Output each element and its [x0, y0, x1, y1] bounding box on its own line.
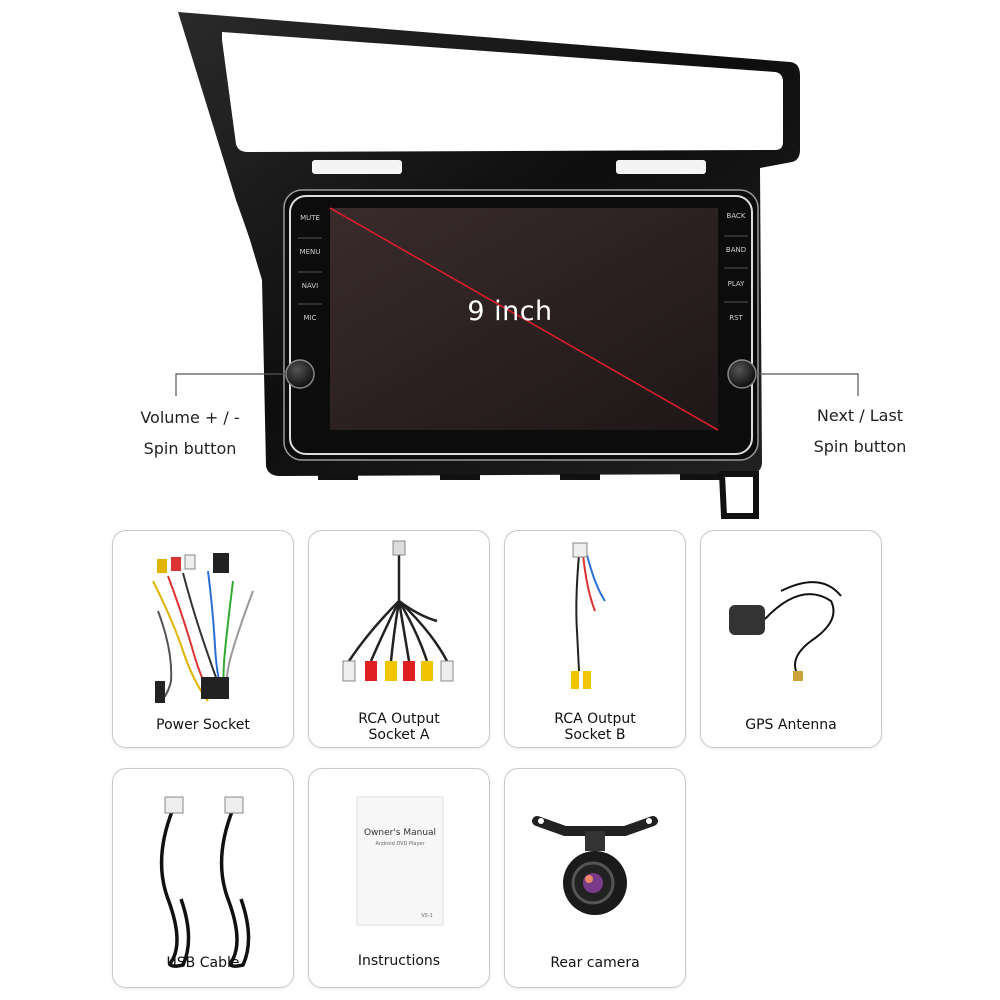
manual-icon: Owner's Manual Android DVD Player VS-1 — [356, 796, 444, 926]
band-button-label: BAND — [725, 246, 747, 254]
volume-callout-line1: Volume + / - — [140, 408, 240, 427]
wiring-harness-icon — [152, 553, 254, 703]
accessory-label-rca-a-line1: RCA Output — [358, 711, 440, 727]
accessory-card-usb-cable: USB Cable — [112, 768, 294, 988]
head-unit-illustration — [175, 12, 859, 519]
gps-antenna-icon — [729, 581, 842, 681]
accessory-label-usb-cable: USB Cable — [166, 955, 240, 971]
volume-knob — [285, 359, 315, 389]
accessory-label-rca-b: RCA Output Socket B — [505, 711, 685, 743]
accessory-label-instructions: Instructions — [357, 953, 441, 969]
accessory-card-gps-antenna: GPS Antenna — [700, 530, 882, 748]
back-button-label: BACK — [726, 212, 746, 220]
accessory-label-rear-camera: Rear camera — [550, 955, 640, 971]
screen-size-label: 9 inch — [467, 296, 553, 327]
menu-button-label: MENU — [299, 248, 321, 256]
accessory-card-power-socket: Power Socket — [112, 530, 294, 748]
accessory-card-instructions: Owner's Manual Android DVD Player VS-1 I… — [308, 768, 490, 988]
head-unit: 9 inch MUTE MENU NAVI MIC BACK BAND PLAY… — [130, 12, 920, 519]
accessory-label-rca-b-line1: RCA Output — [554, 711, 636, 727]
accessory-label-rca-a: RCA Output Socket A — [309, 711, 489, 743]
tune-knob — [727, 359, 757, 389]
play-button-label: PLAY — [727, 280, 745, 288]
reset-button-label: RST — [729, 314, 743, 322]
camera-icon — [532, 816, 658, 915]
next-last-callout-line1: Next / Last — [816, 406, 904, 425]
volume-callout: Volume + / - Spin button — [130, 402, 250, 464]
accessory-label-power-socket: Power Socket — [156, 717, 250, 733]
accessory-card-rear-camera: Rear camera — [504, 768, 686, 988]
manual-code: VS-1 — [421, 913, 433, 919]
usb-cable-icon — [159, 796, 251, 968]
next-last-callout: Next / Last Spin button — [800, 400, 920, 462]
accessory-card-rca-a: RCA Output Socket A — [308, 530, 490, 748]
accessory-label-rca-a-line2: Socket A — [368, 727, 430, 743]
frame-opening — [222, 32, 783, 152]
rca-cable-icon — [342, 540, 454, 682]
mic-label: MIC — [303, 314, 317, 322]
manual-subtitle: Android DVD Player — [375, 841, 425, 847]
accessory-label-gps-antenna: GPS Antenna — [745, 717, 837, 733]
volume-callout-line2: Spin button — [143, 439, 237, 458]
accessory-label-rca-b-line2: Socket B — [564, 727, 626, 743]
mute-button-label: MUTE — [300, 214, 320, 222]
accessory-card-rca-b: RCA Output Socket B — [504, 530, 686, 748]
rca-cable-icon — [571, 542, 606, 689]
navi-button-label: NAVI — [301, 282, 319, 290]
next-last-callout-line2: Spin button — [813, 437, 907, 456]
manual-title: Owner's Manual — [364, 828, 436, 838]
